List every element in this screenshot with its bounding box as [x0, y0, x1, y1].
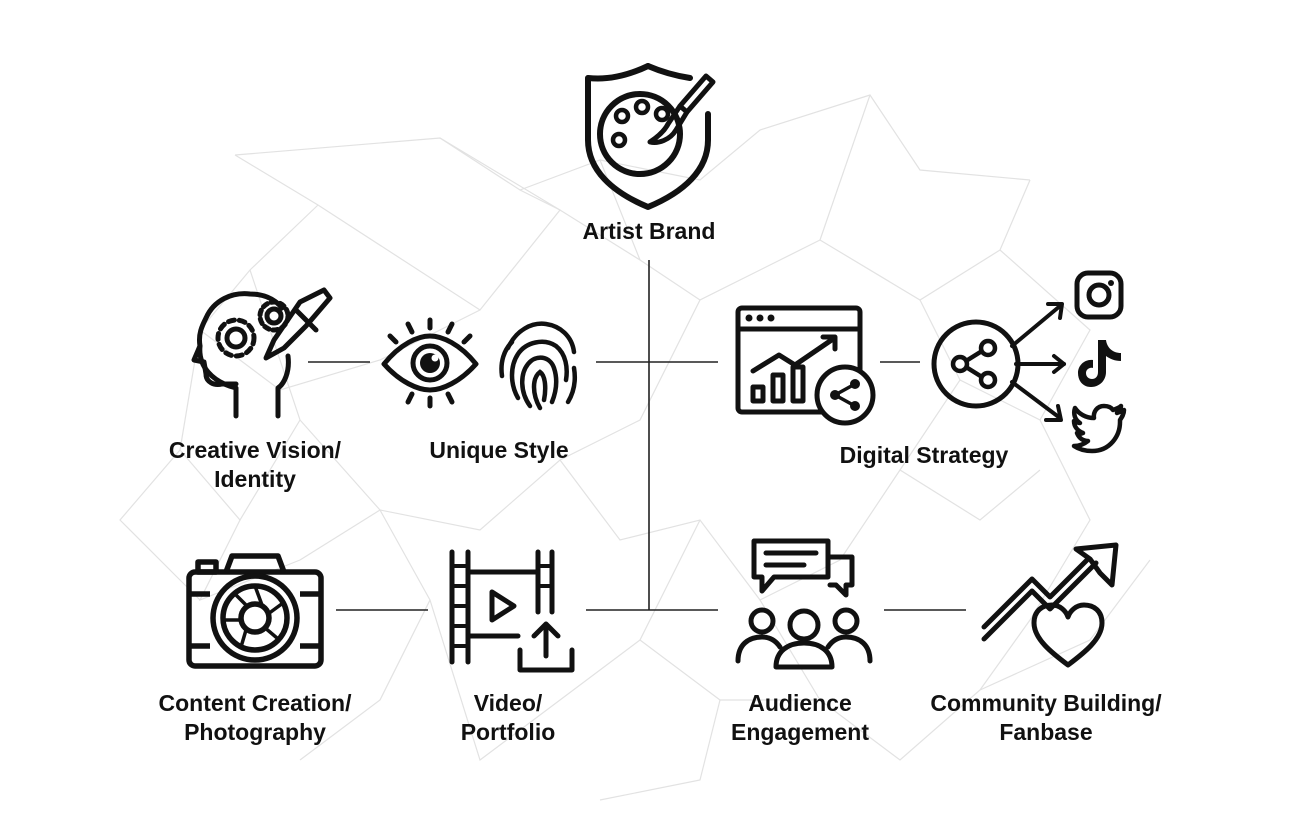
node-video-portfolio-line1: Video/	[473, 690, 543, 716]
palette-shield-icon	[582, 62, 717, 212]
film-upload-icon	[448, 549, 576, 675]
node-creative-vision-line1: Creative Vision/	[168, 437, 342, 463]
camera-icon	[186, 550, 326, 670]
node-unique-style-line1: Unique Style	[429, 437, 569, 463]
node-audience-engagement-label: Audience Engagement	[700, 689, 900, 747]
node-digital-strategy-line1: Digital Strategy	[839, 442, 1009, 468]
node-audience-engagement-line1: Audience	[748, 690, 852, 716]
share-circle-icon	[930, 318, 1022, 410]
tiktok-icon	[1076, 338, 1124, 388]
analytics-share-icon	[735, 305, 880, 426]
head-gears-pencil-icon	[191, 286, 333, 421]
node-digital-strategy-label: Digital Strategy	[814, 441, 1034, 470]
node-video-portfolio-label: Video/ Portfolio	[408, 689, 608, 747]
growth-heart-icon	[980, 542, 1125, 673]
node-community-building-label: Community Building/ Fanbase	[920, 689, 1172, 747]
node-creative-vision-label: Creative Vision/ Identity	[130, 436, 380, 494]
node-creative-vision-line2: Identity	[214, 466, 296, 492]
node-content-creation-label: Content Creation/ Photography	[130, 689, 380, 747]
node-audience-engagement-line2: Engagement	[730, 719, 870, 745]
node-community-building-line1: Community Building/	[930, 690, 1162, 716]
eye-icon	[380, 317, 480, 409]
node-unique-style-label: Unique Style	[399, 436, 599, 465]
node-content-creation-line1: Content Creation/	[158, 690, 352, 716]
node-content-creation-line2: Photography	[184, 719, 326, 745]
root-label: Artist Brand	[582, 218, 716, 244]
twitter-icon	[1071, 403, 1128, 454]
fingerprint-icon	[498, 318, 580, 411]
instagram-icon	[1074, 270, 1124, 320]
node-video-portfolio-line2: Portfolio	[460, 719, 556, 745]
node-community-building-line2: Fanbase	[999, 719, 1093, 745]
people-chat-icon	[734, 537, 874, 672]
